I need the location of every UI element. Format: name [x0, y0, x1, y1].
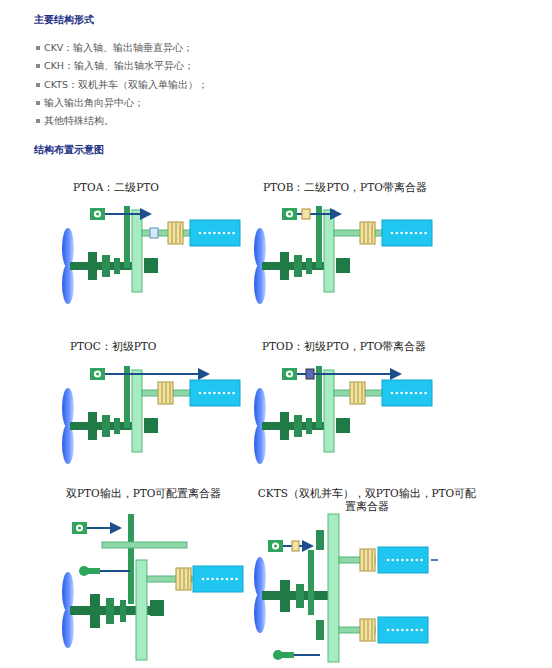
panel-title: PTOC：初级PTO — [70, 340, 156, 353]
panel-title: PTOA：二级PTO — [73, 181, 159, 194]
bullet-item: 输入输出角向异中心； — [44, 97, 144, 109]
panel-title: CKTS（双机并车），双PTO输出，PTO可配置离合器 — [256, 487, 478, 513]
panel-title: 双PTO输出，PTO可配置离合器 — [66, 487, 221, 500]
panel-title: PTOB：二级PTO，PTO带离合器 — [263, 181, 427, 194]
bullet-item: CKH：输入轴、输出轴水平异心； — [44, 60, 194, 72]
panel-title: PTOD：初级PTO，PTO带离合器 — [262, 340, 426, 353]
bullet-item: 其他特殊结构。 — [44, 115, 114, 127]
bullet-item: CKTS：双机并车（双输入单输出）； — [44, 79, 208, 91]
section-heading: 主要结构形式 — [34, 14, 94, 27]
bullet-item: CKV：输入轴、输出轴垂直异心； — [44, 42, 193, 54]
section-heading: 结构布置示意图 — [34, 144, 104, 157]
